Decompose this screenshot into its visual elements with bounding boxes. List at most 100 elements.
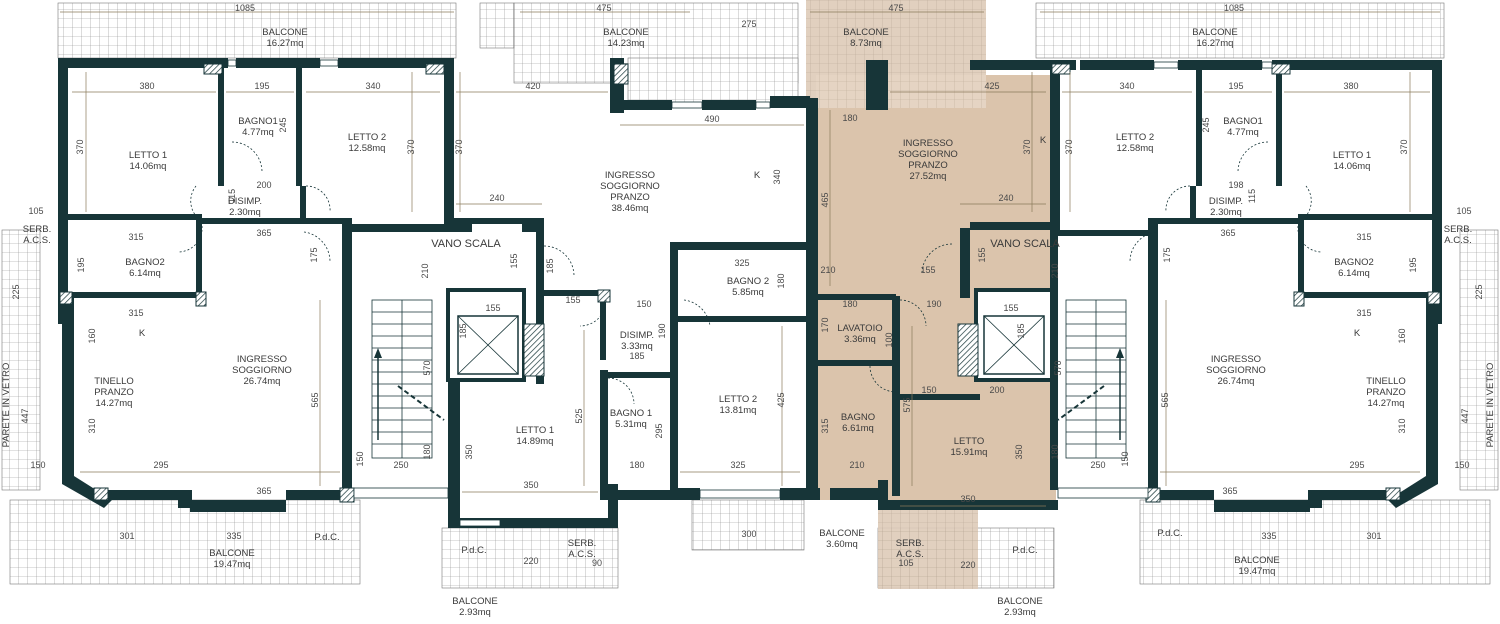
service-serb-left-label: SERB. — [23, 224, 52, 235]
dimension-v-1: 245 — [278, 117, 288, 132]
kitchens-k4-label: K — [1354, 328, 1361, 339]
dimension-v-21: 180 — [776, 273, 786, 288]
rooms-ingresso-left-area2: 26.74mq — [244, 376, 281, 387]
dimension-v-3: 370 — [454, 139, 464, 154]
walls — [58, 58, 1442, 528]
rooms-disimp-left-label: DISIMP. — [228, 196, 262, 207]
side-label-vetro-left: PARETE IN VETRO — [1, 363, 12, 448]
dimension-h-18: 240 — [998, 193, 1013, 203]
dimension-v-35: 575 — [902, 397, 912, 412]
dimension-v-36: 310 — [87, 418, 97, 433]
dimension-v-40: 315 — [820, 418, 830, 433]
dimension-h-24: 210 — [820, 265, 835, 275]
dimension-h-54: 220 — [960, 560, 975, 570]
rooms-bagno2-center-area: 5.85mq — [732, 287, 764, 298]
rooms-bagno2-right-label: BAGNO2 — [1334, 257, 1374, 268]
dimension-v-23: 160 — [1397, 328, 1407, 343]
balconies-balc-bot-shade-area: 2.93mq — [1004, 607, 1036, 618]
rooms-disimp-left-area: 2.30mq — [229, 207, 261, 218]
dimension-h-57: 105 — [28, 206, 43, 216]
stair-right — [1057, 299, 1127, 459]
dimension-v-44: 180 — [1050, 444, 1060, 459]
stairs-vano-right-label: VANO SCALA — [990, 238, 1060, 250]
dimension-h-17: 240 — [489, 193, 504, 203]
dimension-v-26: 190 — [657, 323, 667, 338]
balconies-balc-bot-c-area: 3.60mq — [826, 539, 858, 550]
dimension-v-47: 447 — [1460, 408, 1470, 423]
dimension-h-36: 200 — [989, 385, 1004, 395]
rooms-ingresso-right-area2: PRANZO — [908, 160, 948, 171]
highlighted-unit — [806, 0, 1056, 589]
service-serb-right-label2: A.C.S. — [1444, 235, 1471, 246]
dimension-lines — [60, 11, 1440, 507]
dimension-v-37: 310 — [1397, 418, 1407, 433]
rooms-bagno1-left-area: 4.77mq — [242, 127, 274, 138]
service-serb-bot-mid-label: SERB. — [568, 538, 597, 549]
balconies-balc-bot-shade-label: BALCONE — [997, 596, 1042, 607]
dimension-h-25: 155 — [920, 265, 935, 275]
dimension-v-22: 160 — [87, 328, 97, 343]
rooms-l2-left-label: LETTO 2 — [348, 132, 386, 143]
rooms-disimp-center-label: DISIMP. — [620, 330, 654, 341]
dimension-h-33: 315 — [1356, 308, 1371, 318]
kitchens-k1-label: K — [754, 170, 761, 181]
doors — [177, 141, 1323, 405]
balcony-bottom-c — [691, 499, 805, 551]
rooms-tinello-left-area: PRANZO — [94, 387, 134, 398]
service-pdc-1-label: P.d.C. — [314, 532, 339, 543]
dimension-h-45: 250 — [1090, 460, 1105, 470]
balcony-bottom-mid — [441, 527, 619, 589]
service-serb-bot-shade-label: SERB. — [896, 538, 925, 549]
balcony-top-mid-lower — [627, 57, 799, 104]
balcony-side-left — [1, 229, 41, 491]
rooms-ingresso-center-area2: PRANZO — [610, 192, 650, 203]
elevator-left — [446, 288, 545, 382]
dimension-v-34: 425 — [776, 392, 786, 407]
balconies — [1, 2, 1499, 589]
rooms-l2-left-area: 12.58mq — [349, 143, 386, 154]
dimension-v-6: 370 — [1022, 139, 1032, 154]
rooms-bagno-right-area: 6.61mq — [842, 423, 874, 434]
dimension-h-10: 425 — [984, 81, 999, 91]
dimension-v-20: 155 — [977, 247, 987, 262]
balcony-top-mid-left — [479, 2, 515, 49]
dimension-h-41: 180 — [629, 460, 644, 470]
kitchens-k2-label: K — [1040, 135, 1047, 146]
rooms-tinello-right-area2: 14.27mq — [1368, 398, 1405, 409]
dimension-v-49: 225 — [1474, 284, 1484, 299]
dimension-h-46: 365 — [1222, 486, 1237, 496]
rooms-bagno1-left-label: BAGNO1 — [238, 116, 278, 127]
dimension-h-0: 1085 — [235, 3, 255, 13]
dimension-v-19: 155 — [509, 253, 519, 268]
service-serb-bot-mid-label2: A.C.S. — [568, 549, 595, 560]
dimension-v-28: 100 — [884, 332, 894, 347]
service-pdc-2-label: P.d.C. — [461, 545, 486, 556]
dimension-h-22: 315 — [1356, 232, 1371, 242]
dimension-v-17: 210 — [1050, 263, 1060, 278]
dimension-h-39: 250 — [393, 460, 408, 470]
dimension-h-35: 150 — [921, 385, 936, 395]
balconies-balc-top-shade-label: BALCONE — [843, 27, 888, 38]
rooms-ingresso-right-area3: 27.52mq — [910, 171, 947, 182]
dimension-v-2: 370 — [406, 139, 416, 154]
dimension-h-21: 365 — [1220, 228, 1235, 238]
dimension-h-56: 150 — [1454, 460, 1469, 470]
dimension-v-5: 465 — [820, 192, 830, 207]
dimension-h-59: 90 — [592, 558, 602, 568]
dimension-v-18: 185 — [545, 258, 555, 273]
dimension-v-41: 350 — [1014, 444, 1024, 459]
dimension-v-25: 185 — [1016, 323, 1026, 338]
columns — [59, 63, 1441, 503]
dimension-h-47: 295 — [1349, 460, 1364, 470]
dimension-h-29: 150 — [636, 299, 651, 309]
rooms-letto1-center-area: 14.89mq — [517, 436, 554, 447]
dimension-h-43: 210 — [849, 460, 864, 470]
rooms-disimp-right-label: DISIMP. — [1209, 196, 1243, 207]
dimension-v-31: 565 — [310, 392, 320, 407]
dimension-v-8: 245 — [1201, 117, 1211, 132]
dimension-h-58: 105 — [1456, 206, 1471, 216]
dimension-h-31: 155 — [1003, 303, 1018, 313]
rooms-letto-right-label: LETTO — [954, 436, 984, 447]
dimension-h-55: 150 — [30, 460, 45, 470]
